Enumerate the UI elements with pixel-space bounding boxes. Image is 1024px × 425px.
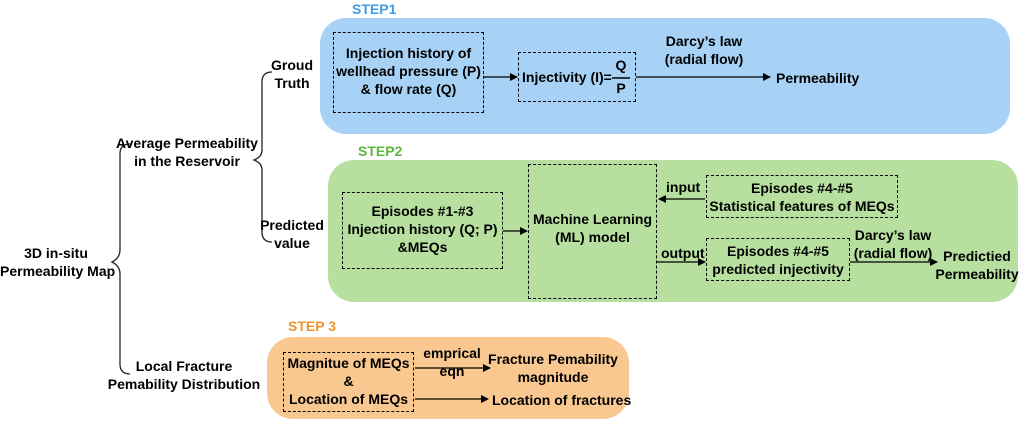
predicted-permeability-text: Predictied Permeability: [932, 247, 1022, 283]
step2-darcy-text: Darcy’s law (radial flow): [850, 226, 936, 262]
episodes45-pred-text: Episodes #4-#5 predicted injectivity: [706, 242, 850, 278]
step1-title: STEP1: [352, 1, 397, 17]
injection-line1: Injection history of: [345, 45, 472, 61]
step2-darcy-line1: Darcy’s law: [854, 227, 932, 243]
fracture-perm-line1: Fracture Pemability: [488, 351, 618, 367]
avg-line1: Average Permeability: [116, 135, 258, 151]
injection-history-box: [333, 32, 484, 113]
step2-darcy-line2: (radial flow): [853, 245, 933, 261]
ground-truth-line1: Groud: [271, 57, 313, 73]
episodes45-pred-line2: predicted injectivity: [712, 261, 844, 277]
fracture-permeability-text: Fracture Pemability magnitude: [488, 350, 618, 386]
emprical-line2: eqn: [439, 363, 465, 379]
local-line1: Local Fracture: [135, 358, 233, 374]
episodes45-pred-line1: Episodes #4-#5: [727, 243, 829, 259]
permeability-label: Permeability: [776, 70, 860, 86]
fracture-perm-line2: magnitude: [517, 369, 589, 385]
predicted-perm-line2: Permeability: [935, 266, 1019, 282]
root-line1: 3D in-situ: [24, 245, 88, 261]
root-line2: Permeability Map: [0, 263, 116, 279]
ground-truth-line2: Truth: [274, 75, 310, 91]
episodes45-stat-line1: Episodes #4-#5: [751, 180, 853, 196]
root-brace: [110, 143, 131, 375]
episodes13-text: Episodes #1-#3 Injection history (Q; P) …: [342, 202, 503, 256]
step1-darcy-line1: Darcy’s law: [665, 33, 743, 49]
emprical-eqn-text: emprical eqn: [420, 344, 484, 380]
meqs-text: Magnitue of MEQs & Location of MEQs: [283, 354, 414, 408]
ml-line2: (ML) model: [555, 229, 630, 245]
step3-panel: [267, 337, 629, 419]
episodes45-stat-box: [706, 175, 898, 218]
injectivity-box: [518, 52, 636, 102]
meqs-box: [283, 352, 414, 412]
local-fracture-label: Local Fracture Pemability Distribution: [104, 357, 264, 393]
step3-title: STEP 3: [288, 318, 336, 334]
ml-model-text: Machine Learning (ML) model: [528, 210, 657, 246]
injectivity-label: Injectivity (I)=: [522, 69, 612, 85]
step1-panel: [320, 18, 1010, 134]
step2-title: STEP2: [358, 143, 403, 159]
ml-model-box: [528, 164, 657, 299]
avg-brace: [252, 71, 273, 243]
step1-darcy-text: Darcy’s law (radial flow): [640, 32, 768, 68]
emprical-line1: emprical: [423, 345, 481, 361]
meqs-line2: &: [343, 373, 354, 389]
local-line2: Pemability Distribution: [107, 376, 261, 392]
predicted-value-line1: Predicted: [260, 217, 324, 233]
ground-truth-label: Groud Truth: [264, 56, 320, 92]
meqs-line3: Location of MEQs: [289, 391, 408, 407]
episodes45-stat-line2: Statistical features of MEQs: [709, 198, 895, 214]
ml-line1: Machine Learning: [532, 211, 653, 227]
predicted-value-line2: value: [274, 235, 310, 251]
predicted-value-label: Predicted value: [256, 216, 328, 252]
avg-line2: in the Reservoir: [134, 153, 240, 169]
meqs-line1: Magnitue of MEQs: [287, 355, 410, 371]
episodes13-line2: Injection history (Q; P): [347, 221, 498, 237]
step2-panel: [328, 160, 1018, 302]
episodes13-line3: &MEQs: [397, 239, 448, 255]
fracture-location-text: Location of fractures: [492, 392, 632, 408]
injection-history-text: Injection history of wellhead pressure (…: [333, 44, 484, 98]
fraction-denominator: P: [616, 80, 626, 96]
episodes45-stat-text: Episodes #4-#5 Statistical features of M…: [706, 179, 898, 215]
avg-permeability-label: Average Permeability in the Reservoir: [112, 134, 262, 170]
episodes13-line1: Episodes #1-#3: [371, 203, 474, 219]
predicted-perm-line1: Predictied: [943, 248, 1011, 264]
injection-line2: wellhead pressure (P): [336, 63, 481, 79]
output-label: output: [661, 245, 705, 261]
injection-line3: & flow rate (Q): [360, 81, 457, 97]
episodes13-box: [342, 192, 503, 269]
input-label: input: [666, 179, 701, 195]
episodes45-pred-box: [706, 238, 850, 281]
root-label: 3D in-situ Permeability Map: [0, 244, 116, 280]
fraction-numerator: Q: [615, 57, 627, 73]
step1-darcy-line2: (radial flow): [664, 51, 744, 67]
